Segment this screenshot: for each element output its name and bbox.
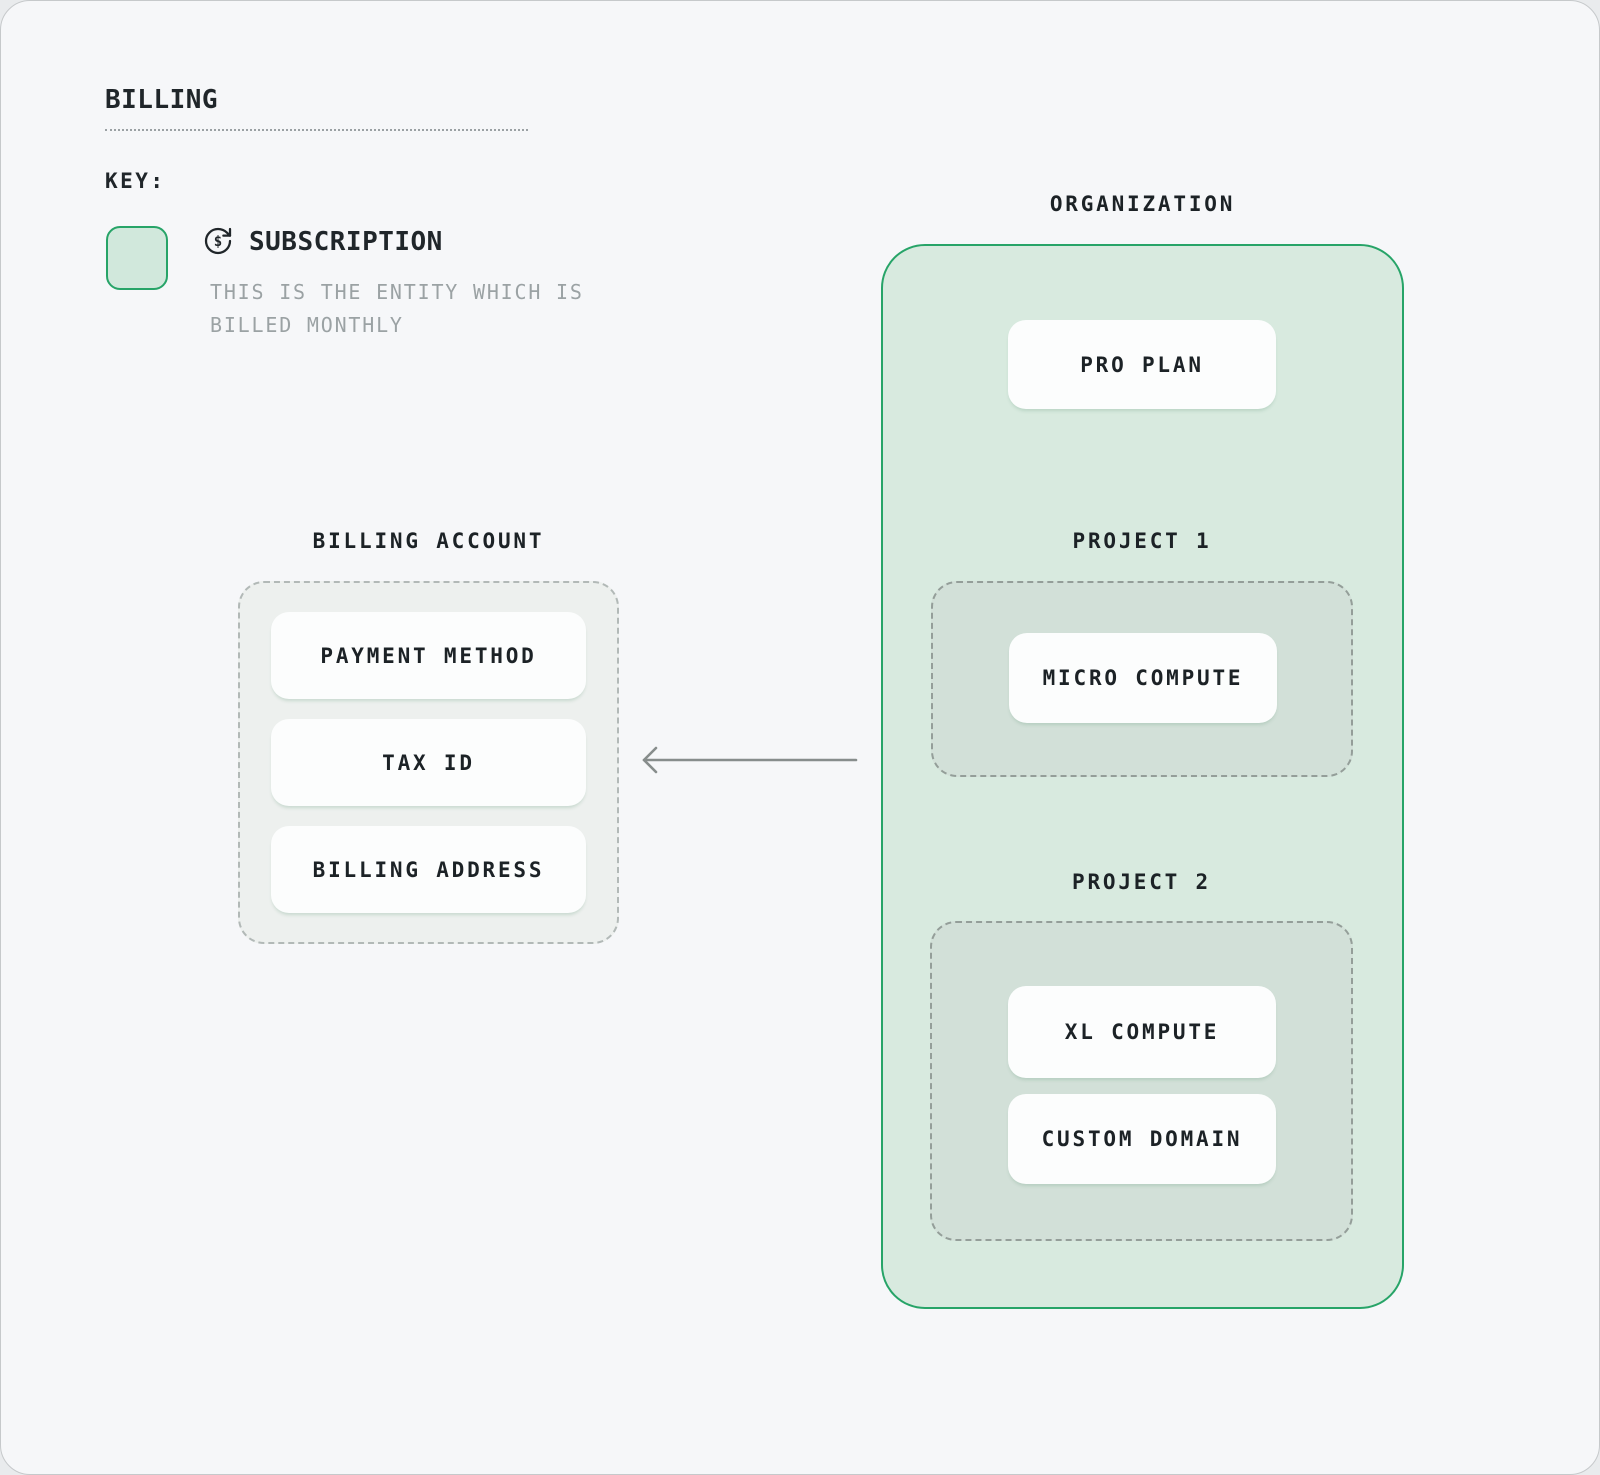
xl-compute-chip: XL COMPUTE <box>1008 986 1276 1078</box>
billing-account-box: PAYMENT METHOD TAX ID BILLING ADDRESS <box>238 581 619 944</box>
key-term-subscription: SUBSCRIPTION <box>249 227 443 257</box>
project1-label: PROJECT 1 <box>1072 529 1212 553</box>
svg-text:$: $ <box>214 234 222 250</box>
recurring-dollar-icon: $ <box>202 225 234 257</box>
payment-method-chip: PAYMENT METHOD <box>271 612 586 699</box>
project2-box <box>930 921 1353 1241</box>
key-description: THIS IS THE ENTITY WHICH IS BILLED MONTH… <box>210 280 584 337</box>
title-underline <box>105 129 528 131</box>
subscription-color-swatch <box>106 226 168 290</box>
tax-id-chip: TAX ID <box>271 719 586 806</box>
micro-compute-chip: MICRO COMPUTE <box>1009 633 1277 723</box>
custom-domain-chip: CUSTOM DOMAIN <box>1008 1094 1276 1184</box>
billing-address-chip: BILLING ADDRESS <box>271 826 586 913</box>
organization-label: ORGANIZATION <box>1049 192 1236 216</box>
pro-plan-chip: PRO PLAN <box>1008 320 1276 409</box>
org-to-billing-arrow <box>630 741 862 783</box>
billing-account-label: BILLING ACCOUNT <box>312 529 545 553</box>
key-heading: KEY: <box>105 169 166 193</box>
project2-label: PROJECT 2 <box>1072 870 1211 894</box>
page-title: BILLING <box>105 85 219 115</box>
